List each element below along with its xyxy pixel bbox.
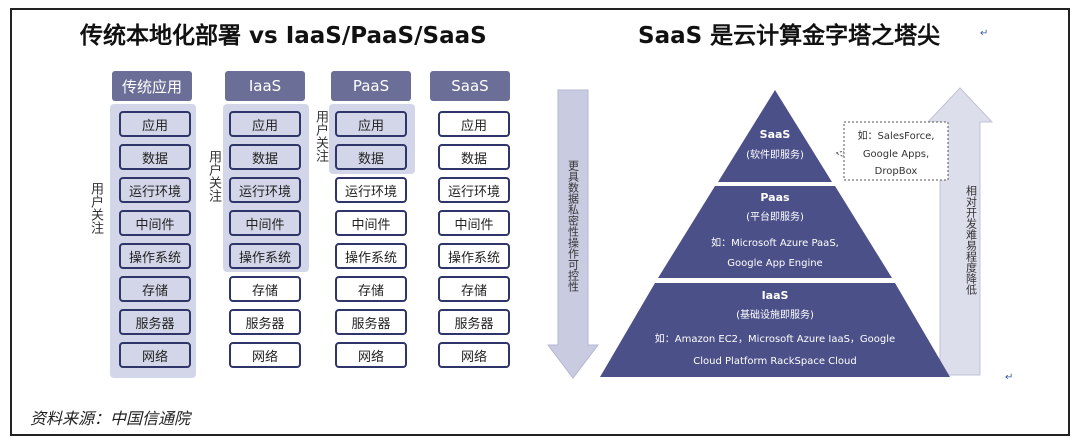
iaas-name: IaaS: [762, 289, 789, 302]
cell-saas-server: 服务器: [438, 309, 510, 335]
saas-desc: (软件即服务): [746, 148, 804, 161]
paas-name: Paas: [760, 191, 790, 204]
cell-saas-network: 网络: [438, 342, 510, 368]
cell-saas-application: 应用: [438, 111, 510, 137]
pyramid-tier-saas: [718, 90, 832, 182]
cell-iaas-application: 应用: [229, 111, 301, 137]
user-focus-label-traditional: 用户关注: [88, 182, 103, 234]
cell-saas-os: 操作系统: [438, 243, 510, 269]
cell-paas-server: 服务器: [335, 309, 407, 335]
source-note: 资料来源：中国信通院: [30, 409, 191, 428]
cell-traditional-middleware: 中间件: [119, 210, 191, 236]
figure-frame: [10, 8, 1070, 436]
return-mark-icon: ↵: [980, 28, 989, 39]
iaas-example-line1: 如：Amazon EC2，Microsoft Azure IaaS，Google: [655, 332, 895, 345]
saas-name: SaaS: [760, 128, 791, 141]
column-header-saas: SaaS: [430, 71, 510, 101]
saas-callout-line3: DropBox: [875, 166, 918, 177]
column-header-paas: PaaS: [331, 71, 411, 101]
down-arrow: [546, 89, 600, 379]
return-mark-icon: ↵: [1005, 372, 1014, 383]
paas-desc: (平台即服务): [746, 210, 804, 223]
pyramid-diagram: SaaS (软件即服务) Paas (平台即服务) 如：Microsoft Az…: [546, 87, 994, 379]
cell-paas-data: 数据: [335, 144, 407, 170]
cell-traditional-server: 服务器: [119, 309, 191, 335]
cell-paas-storage: 存储: [335, 276, 407, 302]
cell-iaas-os: 操作系统: [229, 243, 301, 269]
cell-saas-data: 数据: [438, 144, 510, 170]
cell-traditional-os: 操作系统: [119, 243, 191, 269]
cell-traditional-network: 网络: [119, 342, 191, 368]
cell-paas-middleware: 中间件: [335, 210, 407, 236]
cell-paas-os: 操作系统: [335, 243, 407, 269]
cell-iaas-storage: 存储: [229, 276, 301, 302]
cell-iaas-runtime: 运行环境: [229, 177, 301, 203]
left-title: 传统本地化部署 vs IaaS/PaaS/SaaS: [80, 23, 487, 49]
left-arrow-label: 更具数据私密性操作可控性: [566, 160, 580, 292]
cell-paas-runtime: 运行环境: [335, 177, 407, 203]
cell-saas-storage: 存储: [438, 276, 510, 302]
cell-iaas-server: 服务器: [229, 309, 301, 335]
cell-saas-runtime: 运行环境: [438, 177, 510, 203]
cell-iaas-network: 网络: [229, 342, 301, 368]
paas-example-line2: Google App Engine: [727, 258, 822, 269]
paas-example-line1: 如：Microsoft Azure PaaS,: [711, 236, 839, 249]
pyramid-tier-paas: [658, 186, 892, 278]
cell-traditional-storage: 存储: [119, 276, 191, 302]
iaas-desc: (基础设施即服务): [736, 308, 814, 321]
user-focus-label-iaas: 用户关注: [206, 150, 221, 202]
cell-saas-middleware: 中间件: [438, 210, 510, 236]
saas-callout-line2: Google Apps,: [863, 149, 929, 160]
saas-callout-line1: 如：SalesForce,: [858, 129, 935, 142]
saas-callout-pointer: [834, 150, 845, 158]
iaas-example-line2: Cloud Platform RackSpace Cloud: [693, 356, 856, 367]
cell-traditional-runtime: 运行环境: [119, 177, 191, 203]
right-title: SaaS 是云计算金字塔之塔尖: [638, 23, 941, 49]
cell-paas-network: 网络: [335, 342, 407, 368]
cell-iaas-data: 数据: [229, 144, 301, 170]
cell-paas-application: 应用: [335, 111, 407, 137]
cell-traditional-data: 数据: [119, 144, 191, 170]
column-header-traditional: 传统应用: [112, 71, 192, 101]
user-focus-label-paas: 用户关注: [313, 110, 328, 162]
pyramid-tier-iaas: [600, 283, 950, 377]
right-arrow-label: 相对开发难易程度降低: [964, 185, 978, 295]
saas-callout-box: [843, 121, 949, 181]
column-header-iaas: IaaS: [225, 71, 305, 101]
cell-traditional-application: 应用: [119, 111, 191, 137]
cell-iaas-middleware: 中间件: [229, 210, 301, 236]
